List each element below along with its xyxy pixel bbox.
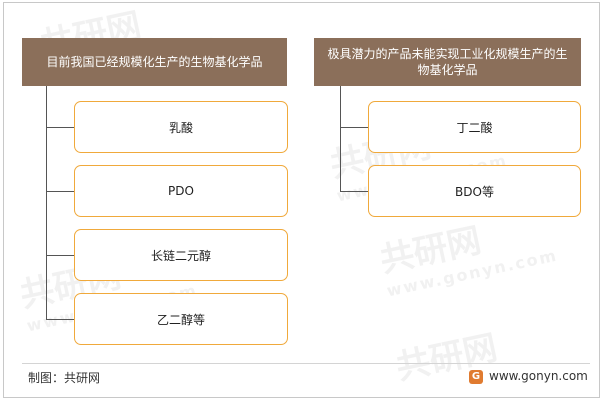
left-connector-trunk xyxy=(46,86,47,319)
right-header: 极具潜力的产品未能实现工业化规模生产的生物基化学品 xyxy=(314,38,581,86)
right-item-succinic-acid: 丁二酸 xyxy=(368,101,581,153)
item-label: 丁二酸 xyxy=(456,120,493,135)
left-item-pdo: PDO xyxy=(74,165,288,217)
left-connector-branch xyxy=(46,191,74,192)
right-item-bdo: BDO等 xyxy=(368,165,581,217)
gonyn-logo-icon: G xyxy=(469,370,483,384)
left-item-ethylene-glycol: 乙二醇等 xyxy=(74,293,288,345)
left-header-text: 目前我国已经规模化生产的生物基化学品 xyxy=(46,55,263,69)
item-label: BDO等 xyxy=(455,184,494,199)
right-header-text: 极具潜力的产品未能实现工业化规模生产的生物基化学品 xyxy=(327,47,568,77)
left-connector-branch xyxy=(46,255,74,256)
footer-source: 制图：共研网 xyxy=(28,371,101,385)
item-label: 长链二元醇 xyxy=(150,248,211,263)
right-connector-trunk xyxy=(340,86,341,191)
item-label: PDO xyxy=(168,184,194,198)
right-connector-branch xyxy=(340,191,368,192)
left-item-long-chain-diacid: 长链二元醇 xyxy=(74,229,288,281)
footer-divider xyxy=(22,363,590,364)
left-header: 目前我国已经规模化生产的生物基化学品 xyxy=(22,38,287,86)
item-label: 乳酸 xyxy=(168,120,193,135)
right-connector-branch xyxy=(340,127,368,128)
footer-website: www.gonyn.com xyxy=(489,369,588,383)
left-connector-branch xyxy=(46,127,74,128)
left-connector-branch xyxy=(46,319,74,320)
item-label: 乙二醇等 xyxy=(156,312,205,327)
left-item-lactic-acid: 乳酸 xyxy=(74,101,288,153)
